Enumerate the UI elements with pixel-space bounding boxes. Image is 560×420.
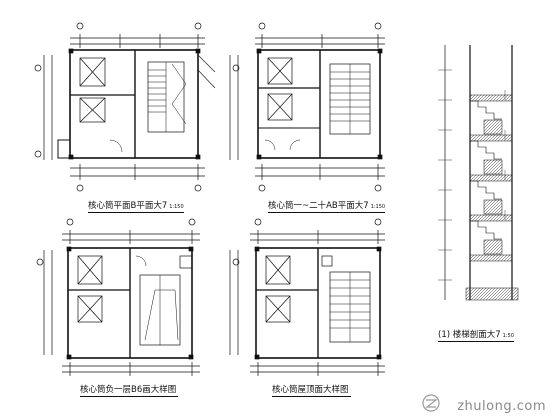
plan-bottom-left <box>36 218 200 376</box>
caption-title: 核心筒屋顶面大样图 <box>272 385 349 395</box>
caption-scale: 1:50 <box>502 333 514 339</box>
caption-title: 核心筒负一层B6画大样图 <box>80 385 177 395</box>
caption-scale: 1:150 <box>370 204 386 210</box>
caption-title: 核心筒一~二十AB平面大7 <box>268 201 369 211</box>
plan-top-middle <box>229 22 385 192</box>
plan-top-left <box>34 22 216 192</box>
plan-bottom-middle <box>229 218 385 376</box>
caption-title: (1) 楼梯剖面大7 <box>438 330 501 340</box>
caption-plan-bottom-middle: 核心筒屋顶面大样图 <box>272 383 351 397</box>
caption-title: 核心筒平面B平面大7 <box>88 201 168 211</box>
stair-section-right <box>438 45 519 301</box>
watermark: zhulong.com <box>457 399 546 414</box>
zhulong-logo-icon <box>422 394 440 412</box>
caption-scale: 1:150 <box>169 204 184 210</box>
caption-plan-bottom-left: 核心筒负一层B6画大样图 <box>80 383 179 397</box>
